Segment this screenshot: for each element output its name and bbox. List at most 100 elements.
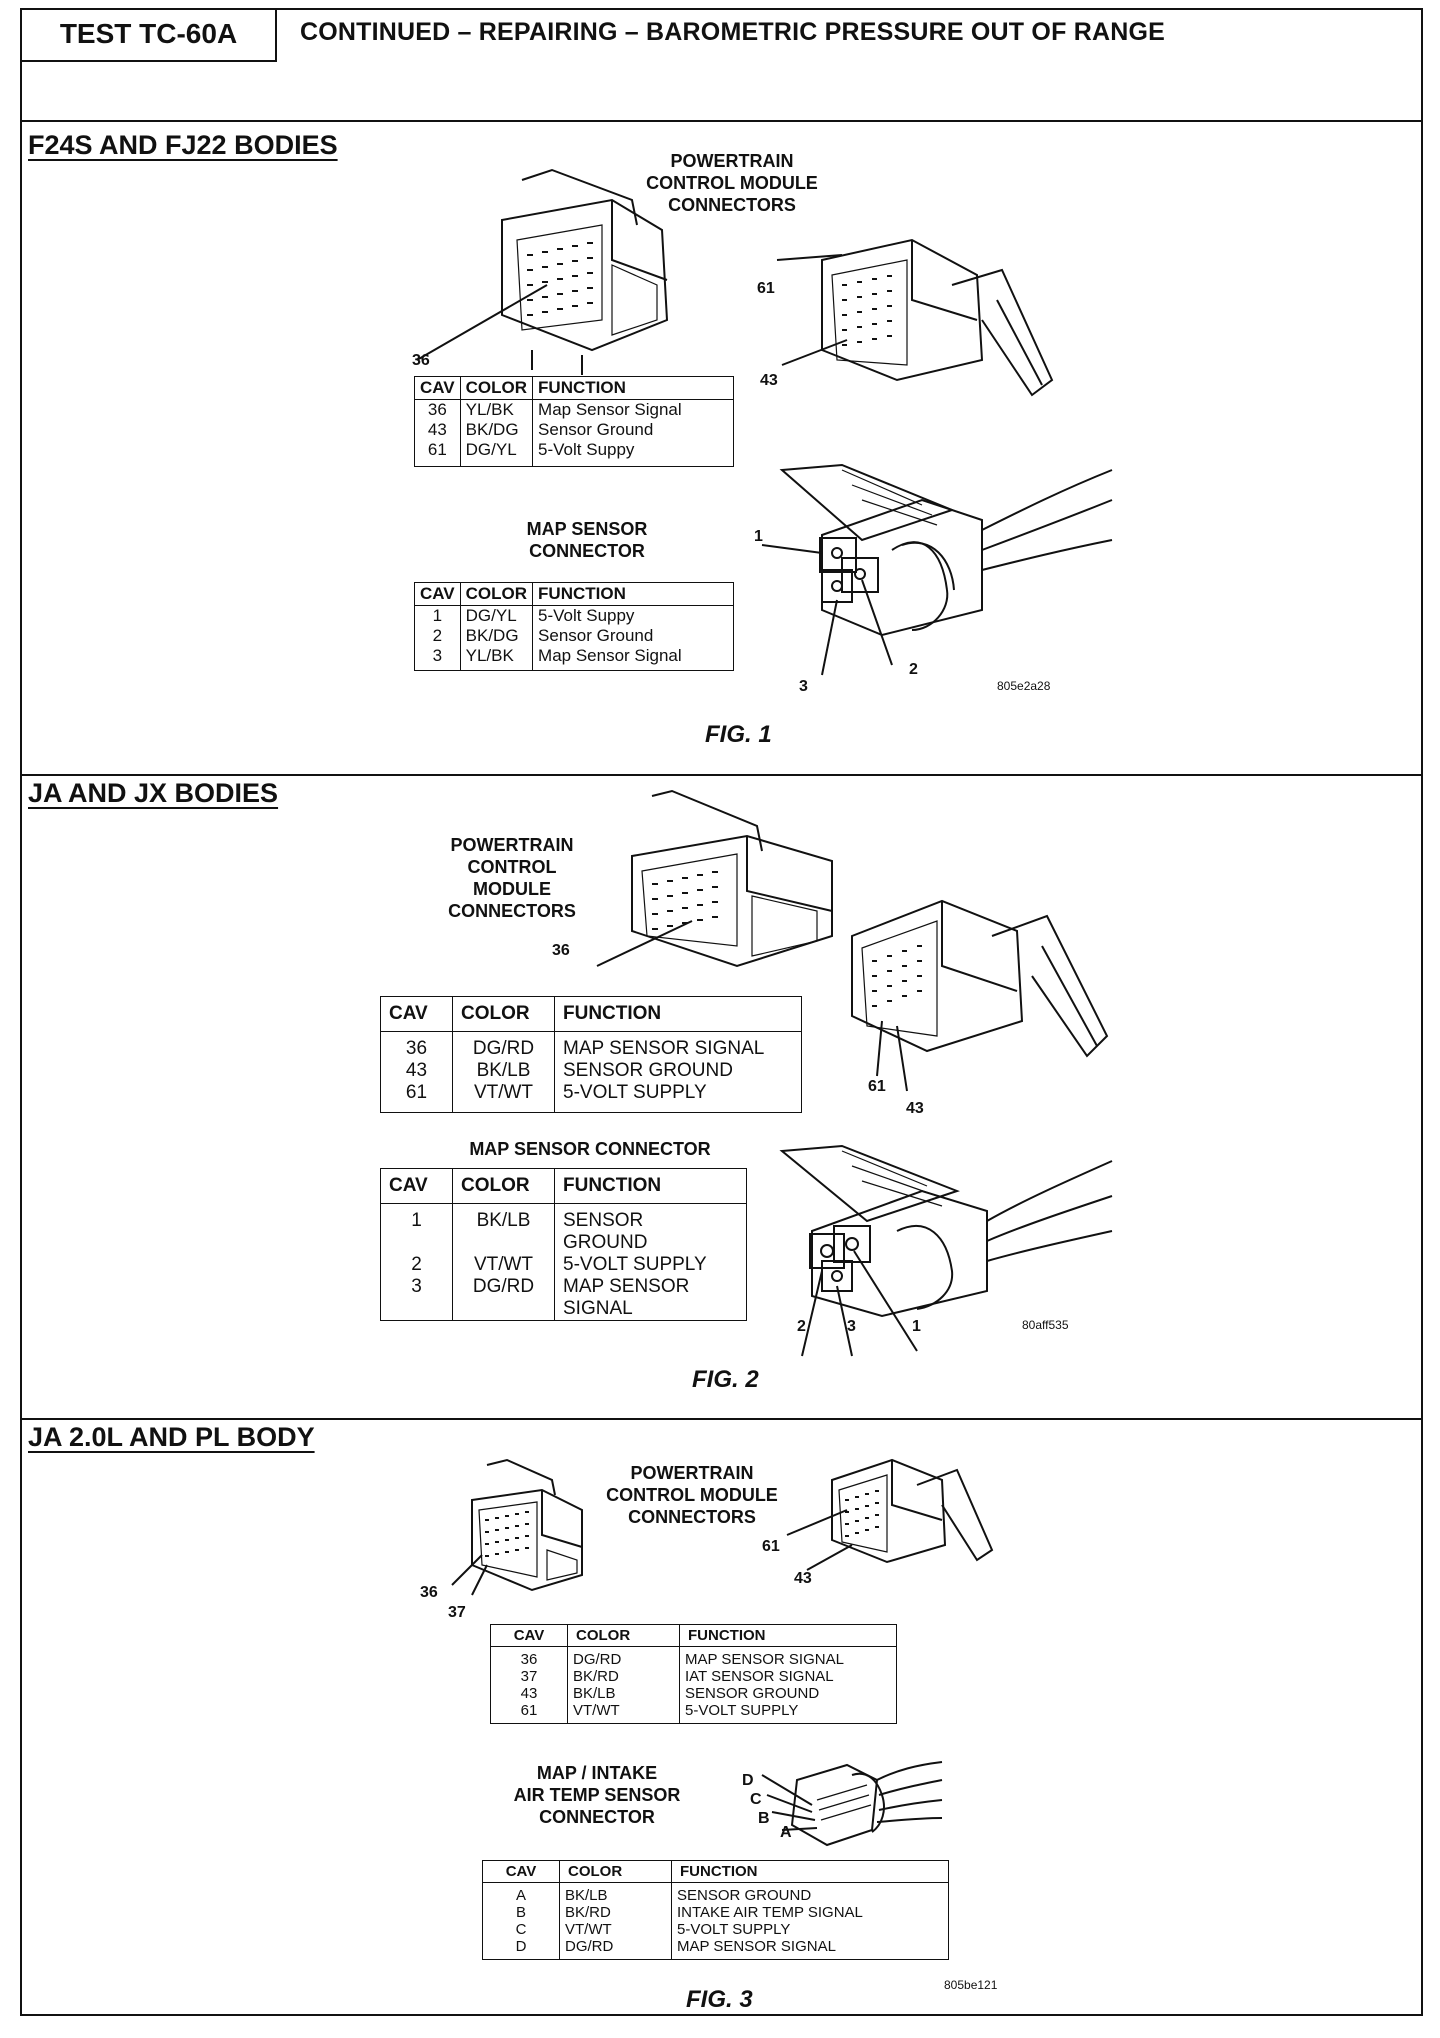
col-header-function: FUNCTION bbox=[671, 1860, 949, 1883]
cell-function: 5-VOLT SUPPLY bbox=[677, 1921, 791, 1938]
section-ja-pl: JA 2.0L AND PL BODY POWERTRAIN CONTROL M… bbox=[22, 1420, 1421, 2016]
col-header-color: COLOR bbox=[460, 582, 534, 606]
col-header-color: COLOR bbox=[567, 1624, 680, 1647]
cell-color: BK/RD bbox=[559, 1904, 672, 1921]
cell-color: VT/WT bbox=[559, 1921, 672, 1938]
cell-function: Map Sensor Signal bbox=[538, 400, 682, 419]
col-header-color: COLOR bbox=[452, 996, 555, 1032]
table-row: D DG/RD MAP SENSOR SIGNAL bbox=[482, 1938, 949, 1960]
col-header-cav: CAV bbox=[482, 1860, 560, 1883]
cell-color: VT/WT bbox=[452, 1254, 555, 1276]
table-row: A BK/LB SENSOR GROUND bbox=[482, 1882, 949, 1904]
pcm-connectors-label: POWERTRAIN CONTROL MODULE CONNECTORS bbox=[606, 1463, 778, 1527]
pcm-connector-table: CAV COLOR FUNCTION 36 DG/RD MAP SENSOR S… bbox=[380, 996, 802, 1113]
cell-function: IAT SENSOR SIGNAL bbox=[685, 1668, 834, 1685]
section-ja-jx: JA AND JX BODIES POWERTRAIN CONTROL MODU… bbox=[22, 776, 1421, 1420]
table-row: 3 DG/RD MAP SENSOR SIGNAL bbox=[380, 1276, 747, 1321]
cell-function: 5-Volt Suppy bbox=[538, 606, 635, 625]
pin-label-1: 1 bbox=[912, 1318, 921, 1335]
pin-label-43: 43 bbox=[906, 1100, 924, 1117]
cell-function: Map Sensor Signal bbox=[538, 646, 682, 665]
map-iat-connector-drawing bbox=[761, 1761, 943, 1847]
cell-color: DG/RD bbox=[559, 1938, 672, 1960]
cell-color: BK/LB bbox=[567, 1685, 680, 1702]
map-iat-table: CAV COLOR FUNCTION A BK/LB SENSOR GROUND… bbox=[482, 1860, 949, 1960]
col-header-function: FUNCTION bbox=[554, 1168, 747, 1204]
col-header-function: FUNCTION bbox=[532, 582, 734, 606]
cell-color: YL/BK bbox=[460, 646, 534, 671]
cell-color: VT/WT bbox=[452, 1082, 555, 1113]
cell-function: 5-VOLT SUPPLY bbox=[563, 1254, 707, 1275]
cell-color: DG/YL bbox=[460, 440, 534, 467]
pin-label-37: 37 bbox=[448, 1604, 466, 1621]
table-row: 2 VT/WT 5-VOLT SUPPLY bbox=[380, 1254, 747, 1276]
pcm-connectors-label: POWERTRAIN CONTROL MODULE CONNECTORS bbox=[448, 835, 576, 921]
cell-cav: 2 bbox=[380, 1254, 453, 1276]
figure-code: 80aff535 bbox=[1022, 1318, 1069, 1332]
cell-color: BK/RD bbox=[567, 1668, 680, 1685]
pin-label-61: 61 bbox=[868, 1078, 886, 1095]
table-row: 61 VT/WT 5-VOLT SUPPLY bbox=[380, 1082, 802, 1113]
cell-cav: 2 bbox=[414, 626, 461, 646]
figure-caption: FIG. 2 bbox=[692, 1366, 759, 1393]
section-title: JA 2.0L AND PL BODY bbox=[28, 1422, 315, 1452]
pcm-connector-right-drawing bbox=[851, 899, 1109, 1092]
cell-color: BK/LB bbox=[452, 1203, 555, 1254]
col-header-cav: CAV bbox=[414, 376, 461, 400]
pin-label-2: 2 bbox=[909, 661, 918, 678]
table-row: 43 BK/LB SENSOR GROUND bbox=[380, 1060, 802, 1082]
page-title: CONTINUED – REPAIRING – BAROMETRIC PRESS… bbox=[300, 18, 1165, 46]
pcm-connectors-label: POWERTRAIN CONTROL MODULE CONNECTORS bbox=[646, 151, 818, 215]
cell-cav: C bbox=[482, 1921, 560, 1938]
cell-color: BK/LB bbox=[452, 1060, 555, 1082]
pcm-connector-right-drawing bbox=[776, 238, 1054, 397]
test-id: TEST TC-60A bbox=[22, 10, 277, 62]
cell-cav: 1 bbox=[414, 605, 461, 626]
cell-function: SENSOR GROUND bbox=[563, 1210, 648, 1253]
map-sensor-label: MAP / INTAKE AIR TEMP SENSOR CONNECTOR bbox=[513, 1763, 681, 1827]
cell-cav: 43 bbox=[414, 420, 461, 440]
cell-cav: 36 bbox=[490, 1646, 568, 1668]
cell-function: MAP SENSOR SIGNAL bbox=[677, 1938, 836, 1955]
table-row: 36 DG/RD MAP SENSOR SIGNAL bbox=[490, 1646, 897, 1668]
cell-cav: B bbox=[482, 1904, 560, 1921]
col-header-cav: CAV bbox=[380, 996, 453, 1032]
cell-function: 5-VOLT SUPPLY bbox=[685, 1702, 799, 1719]
pcm-connector-right-drawing bbox=[786, 1458, 994, 1571]
table-row: 36 DG/RD MAP SENSOR SIGNAL bbox=[380, 1031, 802, 1060]
table-row: 61 VT/WT 5-VOLT SUPPLY bbox=[490, 1702, 897, 1724]
cell-function: MAP SENSOR SIGNAL bbox=[563, 1276, 690, 1319]
col-header-function: FUNCTION bbox=[679, 1624, 897, 1647]
map-sensor-label: MAP SENSOR CONNECTOR bbox=[469, 1139, 711, 1159]
cell-function: 5-Volt Suppy bbox=[538, 440, 635, 459]
cell-cav: A bbox=[482, 1882, 560, 1904]
table-row: 43 BK/LB SENSOR GROUND bbox=[490, 1685, 897, 1702]
pin-label-61: 61 bbox=[762, 1538, 780, 1555]
cell-cav: D bbox=[482, 1938, 560, 1960]
cell-color: DG/RD bbox=[452, 1276, 555, 1321]
col-header-cav: CAV bbox=[414, 582, 461, 606]
pcm-connector-left-drawing bbox=[416, 168, 669, 375]
cell-cav: 61 bbox=[380, 1082, 453, 1113]
cell-color: BK/LB bbox=[559, 1882, 672, 1904]
cell-color: DG/YL bbox=[460, 605, 534, 626]
map-sensor-label: MAP SENSOR CONNECTOR bbox=[526, 519, 648, 561]
cell-color: DG/RD bbox=[452, 1031, 555, 1060]
cell-cav: 3 bbox=[380, 1276, 453, 1321]
pin-label-36: 36 bbox=[420, 1584, 438, 1601]
col-header-color: COLOR bbox=[559, 1860, 672, 1883]
cell-cav: 3 bbox=[414, 646, 461, 671]
map-sensor-table: CAV COLOR FUNCTION 1 DG/YL 5-Volt Suppy … bbox=[414, 582, 735, 671]
col-header-function: FUNCTION bbox=[554, 996, 802, 1032]
cell-cav: 36 bbox=[380, 1031, 453, 1060]
cell-function: SENSOR GROUND bbox=[677, 1887, 812, 1904]
pin-label-1: 1 bbox=[754, 528, 763, 545]
col-header-color: COLOR bbox=[452, 1168, 555, 1204]
pcm-connector-table: CAV COLOR FUNCTION 36 DG/RD MAP SENSOR S… bbox=[490, 1624, 897, 1724]
section-title: F24S AND FJ22 BODIES bbox=[28, 130, 338, 160]
col-header-cav: CAV bbox=[490, 1624, 568, 1647]
table-row: 61 DG/YL 5-Volt Suppy bbox=[414, 440, 734, 467]
pin-label-b: B bbox=[758, 1810, 770, 1827]
pin-label-c: C bbox=[750, 1791, 762, 1808]
section-title: JA AND JX BODIES bbox=[28, 778, 279, 808]
